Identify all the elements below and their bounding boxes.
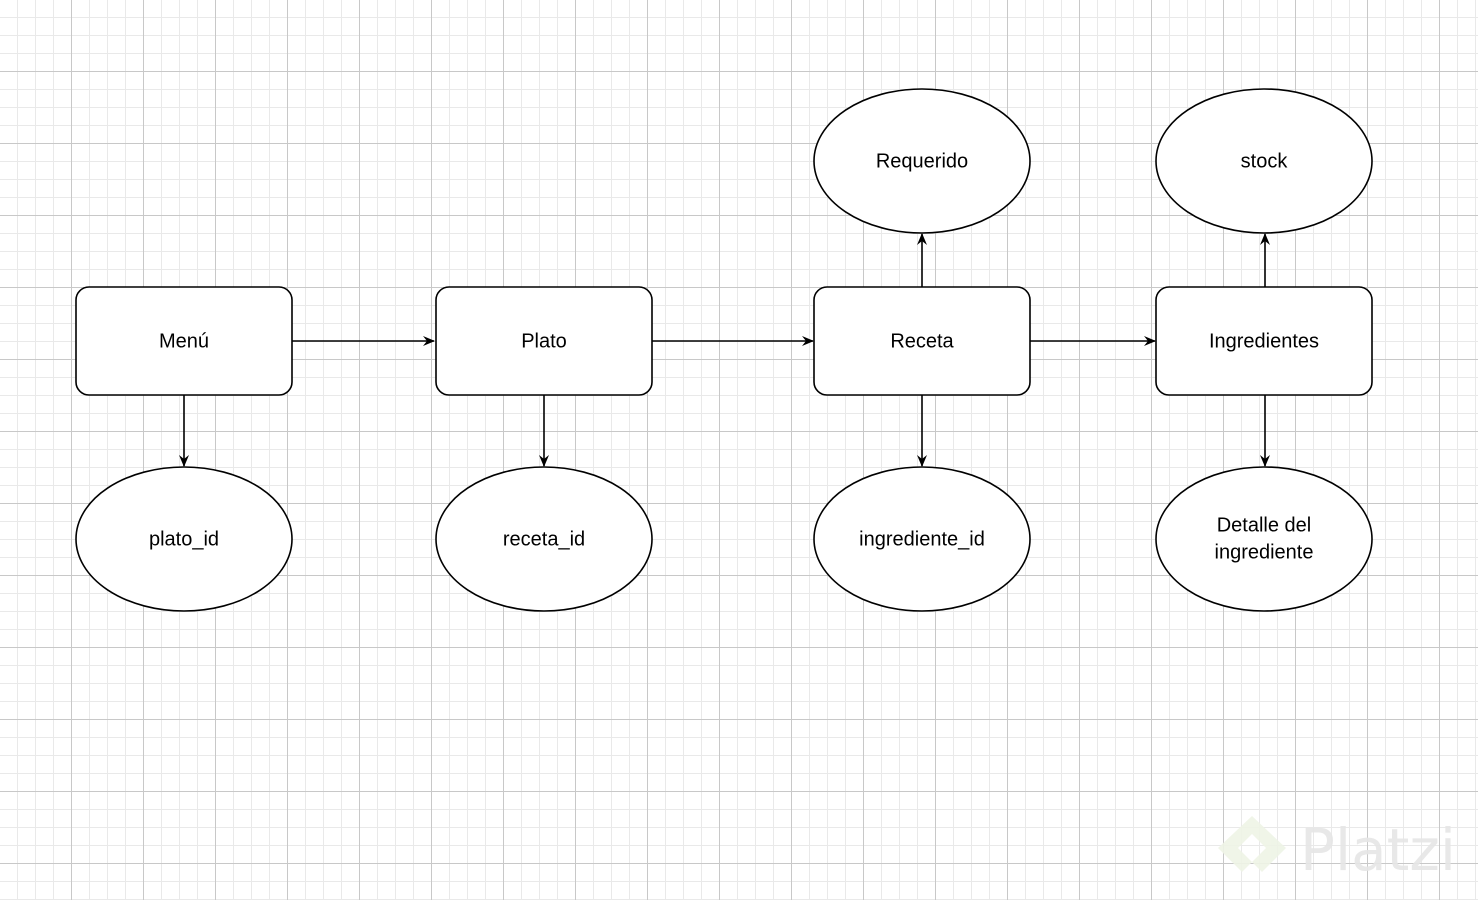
platzi-watermark: Platzi [1218, 816, 1456, 884]
node-menu-box[interactable] [75, 286, 293, 396]
node-menu-label: Menú [159, 330, 209, 352]
node-detalle-label-line-1: Detalle del [1217, 514, 1312, 536]
node-stock-shape[interactable] [1155, 88, 1373, 234]
node-requerido-label: Requerido [876, 150, 968, 172]
node-receta-box[interactable] [813, 286, 1031, 396]
node-ingrediente-id-shape[interactable] [813, 466, 1031, 612]
node-receta[interactable]: Receta [813, 286, 1031, 396]
node-ingredientes-box[interactable] [1155, 286, 1373, 396]
node-ingrediente-id[interactable]: ingrediente_id [813, 466, 1031, 612]
node-requerido-shape[interactable] [813, 88, 1031, 234]
node-plato-id-label: plato_id [149, 528, 219, 550]
node-plato-label: Plato [521, 330, 567, 352]
edges [179, 233, 1270, 467]
node-detalle[interactable]: Detalle del ingrediente [1155, 466, 1373, 612]
node-detalle-label-line-2: ingrediente [1215, 541, 1314, 563]
node-receta-id-label: receta_id [503, 528, 585, 550]
node-ingredientes[interactable]: Ingredientes [1155, 286, 1373, 396]
node-plato-box[interactable] [435, 286, 653, 396]
node-stock[interactable]: stock [1155, 88, 1373, 234]
node-stock-label: stock [1241, 150, 1289, 172]
node-receta-label: Receta [890, 330, 954, 352]
node-plato-id-shape[interactable] [75, 466, 293, 612]
node-plato-id[interactable]: plato_id [75, 466, 293, 612]
node-receta-id[interactable]: receta_id [435, 466, 653, 612]
node-receta-id-shape[interactable] [435, 466, 653, 612]
node-ingrediente-id-label: ingrediente_id [859, 528, 985, 550]
platzi-wordmark: Platzi [1300, 816, 1456, 884]
node-detalle-shape[interactable] [1155, 466, 1373, 612]
node-menu[interactable]: Menú [75, 286, 293, 396]
node-requerido[interactable]: Requerido [813, 88, 1031, 234]
platzi-logo-icon [1218, 816, 1286, 872]
node-plato[interactable]: Plato [435, 286, 653, 396]
node-ingredientes-label: Ingredientes [1209, 330, 1319, 352]
